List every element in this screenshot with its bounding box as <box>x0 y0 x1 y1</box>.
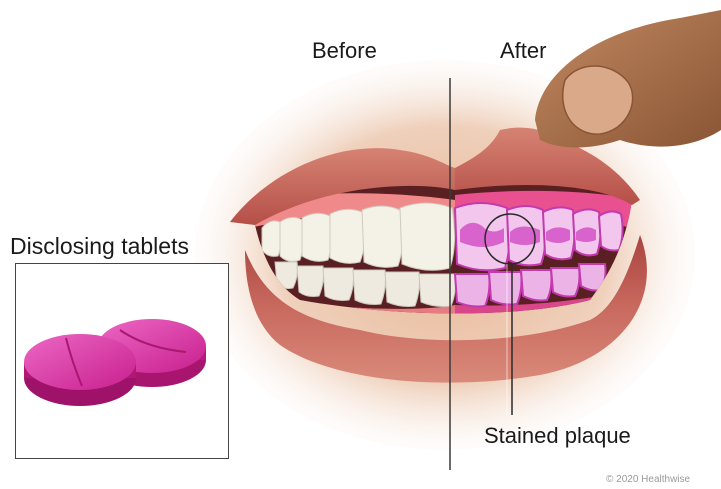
stained-plaque-label: Stained plaque <box>484 423 631 449</box>
disclosing-tablets-label: Disclosing tablets <box>10 233 189 260</box>
copyright-label: © 2020 Healthwise <box>606 474 690 485</box>
before-label: Before <box>312 38 377 64</box>
after-label: After <box>500 38 546 64</box>
finger-icon <box>535 10 721 148</box>
fingernail <box>563 66 633 134</box>
tablet-frame <box>15 263 229 459</box>
